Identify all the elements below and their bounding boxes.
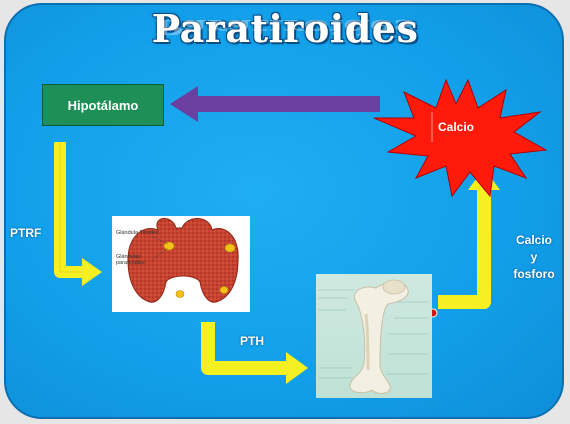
arrow-ptrf bbox=[54, 142, 102, 286]
bone-image bbox=[316, 274, 432, 398]
calcio-y-fosforo-line2: y bbox=[530, 250, 538, 264]
calcio-starburst bbox=[373, 78, 548, 198]
thyroid-label-glandula-tiroides: Glándula Tiroides bbox=[116, 230, 159, 236]
femur-bone-icon bbox=[318, 279, 428, 394]
thyroid-icon bbox=[127, 218, 239, 303]
hipotalamo-box: Hipotálamo bbox=[42, 84, 164, 126]
calcio-y-fosforo-line3: fosforo bbox=[513, 267, 555, 281]
calcio-y-fosforo-label: Calcio y fosforo bbox=[502, 232, 566, 283]
calcio-y-fosforo-line1: Calcio bbox=[515, 233, 552, 247]
thyroid-gland-image: Glándula Tiroides Glándulas paratiroides bbox=[112, 216, 250, 312]
pth-label: PTH bbox=[240, 334, 264, 348]
hipotalamo-label: Hipotálamo bbox=[67, 97, 139, 113]
arrow-pth bbox=[201, 322, 308, 384]
ptrf-label: PTRF bbox=[10, 226, 42, 240]
slide-title: Paratiroides bbox=[151, 6, 419, 51]
arrow-calcio-to-hipotalamo bbox=[170, 86, 380, 122]
calcio-label: Calcio bbox=[438, 120, 475, 134]
thyroid-label-glandulas-paratiroides: Glándulas paratiroides bbox=[116, 254, 145, 266]
slide-background bbox=[4, 3, 564, 419]
